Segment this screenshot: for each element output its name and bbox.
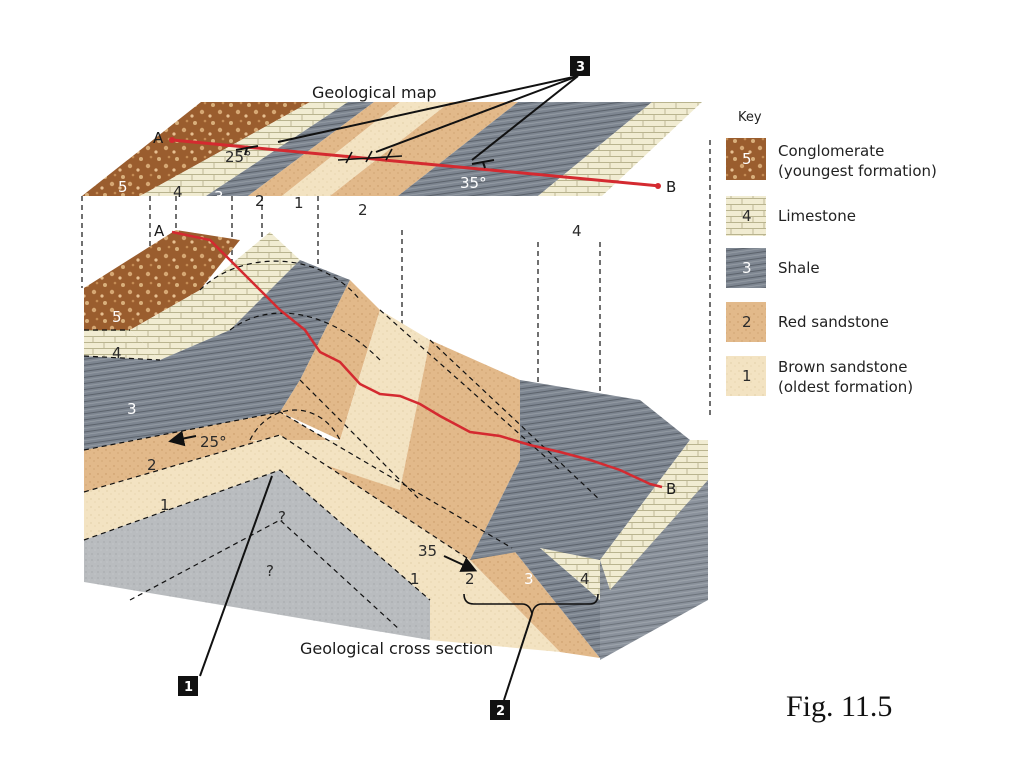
geological-map: A B 25° 35° 5 4 3 2 1 2 3 4 Geological m… <box>82 83 702 240</box>
legend-label-red-sandstone: Red sandstone <box>778 313 889 331</box>
section-unit-2: 2 <box>147 456 157 474</box>
section-dip-left: 25° <box>200 433 227 451</box>
map-label-b: B <box>666 178 676 196</box>
map-title: Geological map <box>312 83 437 102</box>
map-point-b <box>655 183 661 189</box>
section-unit-5: 5 <box>112 308 122 326</box>
map-unit-1: 1 <box>294 194 304 212</box>
section-unit-1-right: 1 <box>410 570 420 588</box>
terrain-label-a: A <box>154 222 165 240</box>
legend: Key 5 Conglomerate (youngest formation) … <box>726 110 937 396</box>
map-band-redss-right <box>330 102 518 196</box>
legend-swatch-red-sandstone <box>726 302 766 342</box>
section-dip-arrow-left <box>168 430 197 447</box>
legend-swatch-brown-sandstone <box>726 356 766 396</box>
legend-swatch-limestone <box>726 196 766 236</box>
section-dip-right: 35 <box>418 542 437 560</box>
map-unit-5: 5 <box>118 178 128 196</box>
map-band-limestone-right <box>538 102 702 196</box>
terrain-redss-right <box>400 340 520 560</box>
map-fault-ticks <box>337 148 403 164</box>
legend-num-2: 2 <box>742 313 752 331</box>
section-dip-arrow-right <box>443 555 478 572</box>
map-band-conglomerate <box>82 102 310 196</box>
map-dip-left: 25° <box>225 148 252 166</box>
map-label-a: A <box>153 129 164 147</box>
callout-3-box <box>570 56 590 76</box>
block-right-limestone <box>600 440 708 590</box>
map-unit-4-right: 4 <box>572 222 582 240</box>
legend-label-conglomerate: Conglomerate <box>778 142 884 160</box>
map-unit-3-left: 3 <box>214 188 224 206</box>
map-band-shale-right <box>398 102 652 196</box>
callouts: 1 2 3 <box>178 56 590 720</box>
terrain-redss-left <box>280 280 380 440</box>
legend-num-1: 1 <box>742 367 752 385</box>
map-dip-right: 35° <box>460 174 487 192</box>
map-unit-2-right: 2 <box>358 201 368 219</box>
legend-num-3: 3 <box>742 259 752 277</box>
callout-3: 3 <box>576 60 585 75</box>
legend-swatch-conglomerate <box>726 138 766 180</box>
figure-caption: Fig. 11.5 <box>786 690 893 723</box>
terrain-shale-right <box>470 380 690 560</box>
section-contacts <box>83 260 601 631</box>
map-point-a <box>169 137 175 143</box>
callout-1-box <box>178 676 198 696</box>
section-unit-4-right: 4 <box>580 570 590 588</box>
legend-label-brown-sandstone: Brown sandstone <box>778 358 908 376</box>
map-strike-symbol-right <box>471 159 495 169</box>
map-band-brnss <box>282 102 450 196</box>
section-shale-right <box>512 548 600 658</box>
map-band-shale-left <box>206 102 374 196</box>
legend-title: Key <box>738 110 762 125</box>
terrain-limestone-right <box>600 440 708 570</box>
terrain-brnss <box>250 310 430 490</box>
section-unit-3: 3 <box>127 400 137 418</box>
section-base-wedge <box>84 470 430 640</box>
terrain-limestone <box>130 232 300 360</box>
section-unknown-upper: ? <box>278 508 286 526</box>
section-unit-1: 1 <box>160 496 170 514</box>
terrain-conglomerate <box>84 230 240 330</box>
legend-num-4: 4 <box>742 207 752 225</box>
terrain-shale-left <box>160 260 350 412</box>
cross-section-title: Geological cross section <box>300 639 493 658</box>
legend-num-5: 5 <box>742 150 752 168</box>
block-diagram: A B 25° 35 5 4 3 2 1 ? ? 1 2 3 4 Geologi… <box>83 222 708 660</box>
legend-swatch-shale <box>726 248 766 288</box>
section-unit-2-right: 2 <box>465 570 475 588</box>
callout-2: 2 <box>496 704 505 719</box>
section-limestone-left <box>84 330 160 360</box>
section-unit-4: 4 <box>112 344 122 362</box>
section-unknown-lower: ? <box>266 562 274 580</box>
terrain-label-b: B <box>666 480 676 498</box>
map-band-redss-left <box>248 102 400 196</box>
map-unit-4-left: 4 <box>173 183 183 201</box>
map-unit-2-left: 2 <box>255 192 265 210</box>
terrain-profile-line <box>171 230 663 489</box>
map-strike-symbol-left <box>235 145 259 156</box>
legend-sub-conglomerate: (youngest formation) <box>778 162 937 180</box>
legend-label-shale: Shale <box>778 259 820 277</box>
legend-sub-brown-sandstone: (oldest formation) <box>778 378 913 396</box>
legend-label-limestone: Limestone <box>778 207 856 225</box>
section-unit-3-right: 3 <box>524 570 534 588</box>
callout-2-box <box>490 700 510 720</box>
callout-1: 1 <box>184 680 193 695</box>
section-brown-sandstone <box>84 435 560 652</box>
map-unit-3-right: 3 <box>470 210 480 228</box>
